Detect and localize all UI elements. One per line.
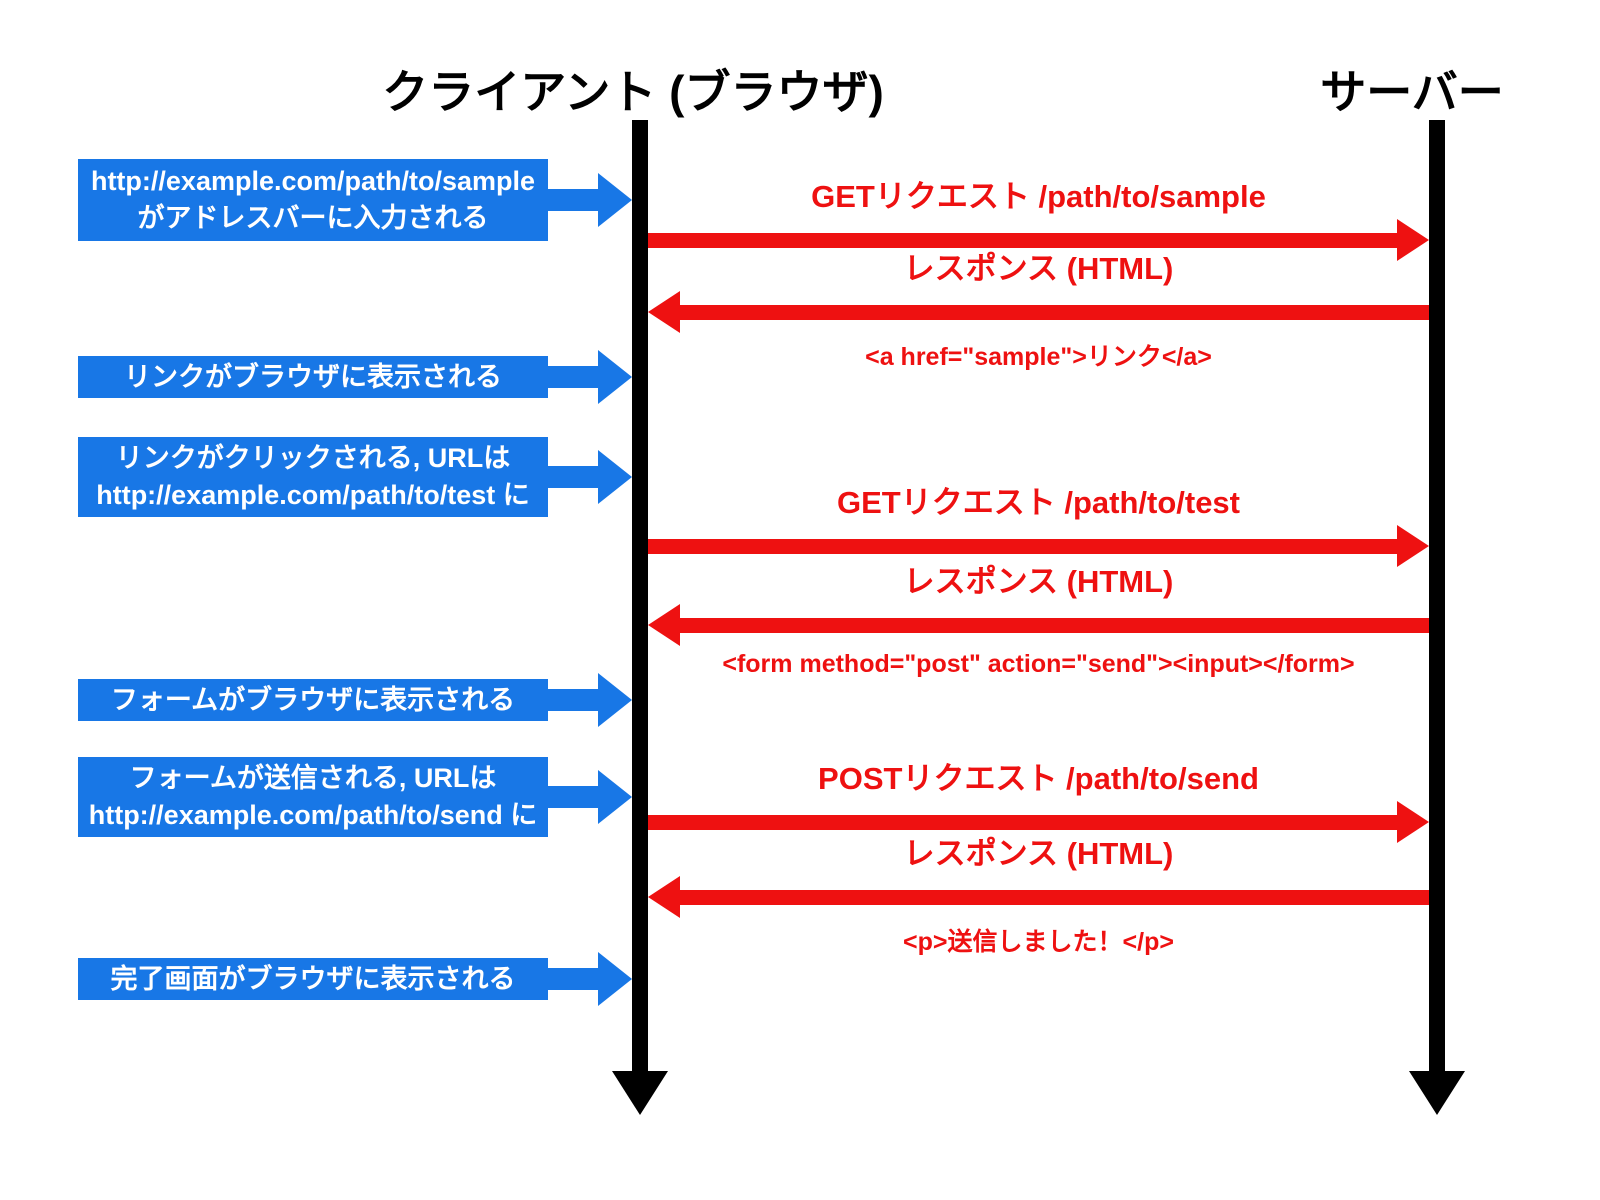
message-code: <form method="post" action="send"><input… [722, 650, 1355, 678]
event-box: リンクがブラウザに表示される [78, 356, 548, 398]
event-url-entered: http://example.com/path/to/sample がアドレスバ… [78, 159, 632, 241]
message-response-1: レスポンス (HTML) <a href="sample">リンク</a> [648, 247, 1429, 373]
event-text-line: フォームがブラウザに表示される [110, 684, 516, 715]
event-text-line: http://example.com/path/to/sample [90, 166, 536, 196]
message-label: レスポンス (HTML) [903, 836, 1174, 871]
client-lifeline-arrowhead-icon [612, 1071, 668, 1115]
client-lifeline [632, 120, 648, 1071]
request-arrow-icon [648, 219, 1429, 261]
server-lifeline-arrowhead-icon [1409, 1071, 1465, 1115]
message-get-test: GETリクエスト /path/to/test [648, 481, 1429, 567]
event-text-line: リンクがクリックされる, URLは [115, 443, 511, 473]
event-box: フォームがブラウザに表示される [78, 679, 548, 721]
message-label: レスポンス (HTML) [903, 564, 1174, 599]
server-lifeline [1429, 120, 1445, 1071]
event-link-clicked: リンクがクリックされる, URLは http://example.com/pat… [78, 437, 632, 517]
message-label: GETリクエスト /path/to/test [837, 485, 1240, 520]
client-title: クライアント (ブラウザ) [382, 66, 884, 118]
message-label: POSTリクエスト /path/to/send [818, 761, 1259, 796]
event-text-line: 完了画面がブラウザに表示される [110, 963, 516, 994]
event-arrow-icon [548, 173, 632, 227]
response-arrow-icon [648, 876, 1429, 918]
event-arrow-icon [548, 770, 632, 824]
event-arrow-icon [548, 673, 632, 727]
server-title: サーバー [1320, 66, 1504, 118]
event-form-shown: フォームがブラウザに表示される [78, 673, 632, 727]
message-code: <p>送信しました！</p> [903, 928, 1174, 956]
request-arrow-icon [648, 525, 1429, 567]
message-post-send: POSTリクエスト /path/to/send [648, 757, 1429, 843]
message-response-3: レスポンス (HTML) <p>送信しました！</p> [648, 832, 1429, 958]
event-link-shown: リンクがブラウザに表示される [78, 350, 632, 404]
message-response-2: レスポンス (HTML) <form method="post" action=… [648, 560, 1429, 679]
event-box: http://example.com/path/to/sample がアドレスバ… [78, 159, 548, 241]
message-label: レスポンス (HTML) [903, 251, 1174, 286]
event-text-line: がアドレスバーに入力される [137, 203, 489, 233]
request-arrow-icon [648, 801, 1429, 843]
event-text-line: フォームが送信される, URLは [129, 763, 497, 793]
event-arrow-icon [548, 952, 632, 1006]
event-box: リンクがクリックされる, URLは http://example.com/pat… [78, 437, 548, 517]
event-text-line: http://example.com/path/to/send に [88, 800, 538, 830]
event-arrow-icon [548, 450, 632, 504]
message-code: <a href="sample">リンク</a> [865, 343, 1212, 371]
event-complete-shown: 完了画面がブラウザに表示される [78, 952, 632, 1006]
message-label: GETリクエスト /path/to/sample [811, 179, 1266, 214]
event-arrow-icon [548, 350, 632, 404]
message-get-sample: GETリクエスト /path/to/sample [648, 175, 1429, 261]
response-arrow-icon [648, 291, 1429, 333]
event-text-line: http://example.com/path/to/test に [96, 480, 530, 510]
response-arrow-icon [648, 604, 1429, 646]
event-box: 完了画面がブラウザに表示される [78, 958, 548, 1000]
event-text-line: リンクがブラウザに表示される [124, 361, 502, 392]
event-box: フォームが送信される, URLは http://example.com/path… [78, 757, 548, 837]
event-form-submitted: フォームが送信される, URLは http://example.com/path… [78, 757, 632, 837]
